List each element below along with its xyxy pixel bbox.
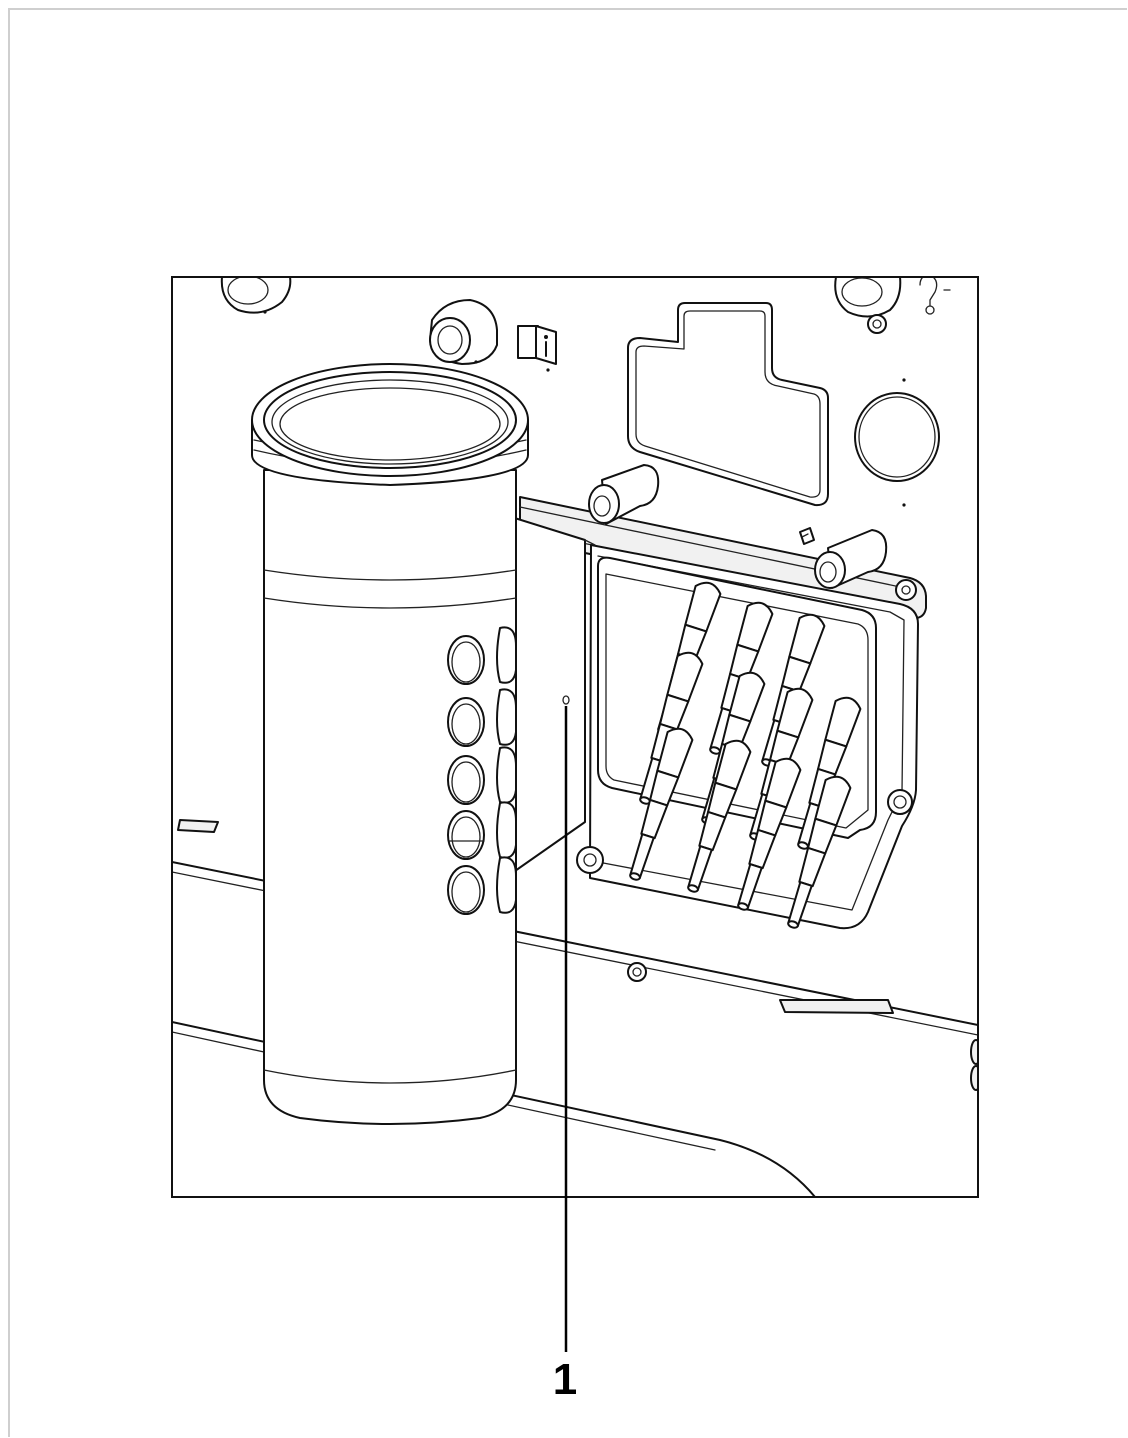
pipe-slot — [496, 746, 517, 804]
pipe-hole — [447, 697, 485, 747]
pipe-slot — [496, 688, 517, 746]
pipe-slot — [496, 856, 517, 914]
pipe-slot — [496, 801, 517, 859]
connector-pin — [687, 739, 752, 893]
illustration-frame — [171, 276, 979, 1198]
connector-pins — [629, 581, 862, 929]
bracket-stub-pipes — [588, 464, 888, 589]
pipe-hole — [447, 865, 485, 915]
page-frame — [8, 8, 1127, 1437]
connector-pin — [629, 727, 694, 881]
pipe-hole — [447, 810, 485, 860]
flue-pipe — [251, 363, 529, 1125]
pipe-hole — [447, 755, 485, 805]
pipe-slot — [496, 626, 517, 684]
connection-box — [504, 514, 596, 879]
pipe-hole — [447, 635, 485, 685]
round-knockout — [263, 310, 940, 507]
top-pipe-fittings — [220, 277, 951, 365]
cover-plate — [627, 302, 829, 507]
pipe-perforations — [447, 626, 517, 915]
callout-1-label: 1 — [553, 1355, 577, 1404]
manual-info-icon — [517, 325, 557, 365]
connector-pin — [787, 775, 852, 929]
connector-pin — [737, 757, 802, 911]
housing-base — [172, 819, 978, 1197]
